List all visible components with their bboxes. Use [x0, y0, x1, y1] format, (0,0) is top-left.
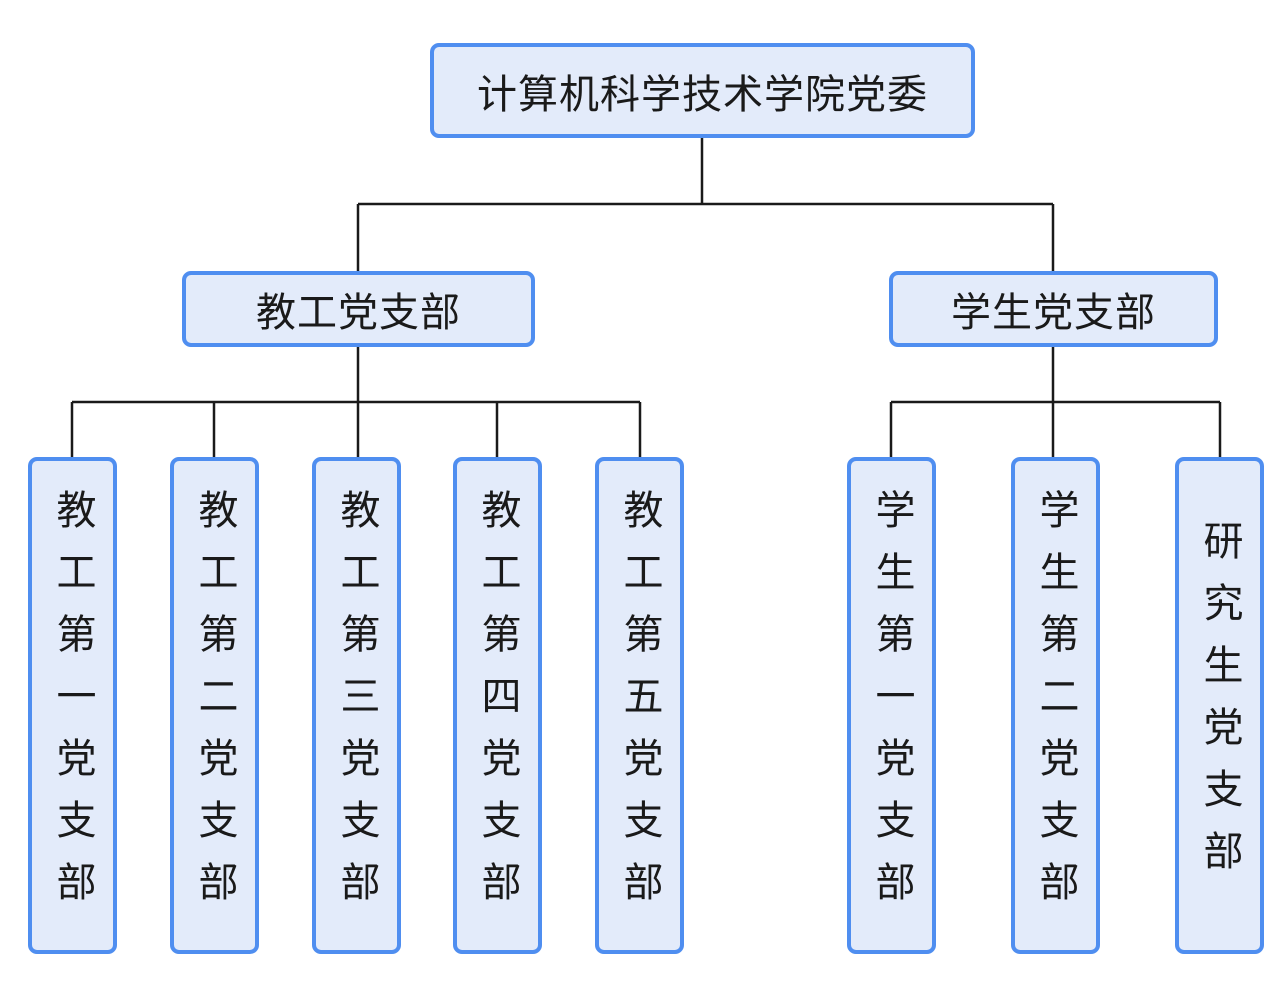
student-branch-node: 学生党支部 [889, 271, 1218, 347]
faculty-branch-1-label: 教工第一党支部 [49, 488, 96, 923]
faculty-branch-1-node: 教工第一党支部 [28, 457, 117, 954]
faculty-branch-4-node: 教工第四党支部 [453, 457, 542, 954]
faculty-branch-2-node: 教工第二党支部 [170, 457, 259, 954]
graduate-branch-node: 研究生党支部 [1175, 457, 1264, 954]
faculty-branch-2-label: 教工第二党支部 [191, 488, 238, 923]
graduate-branch-label: 研究生党支部 [1196, 519, 1243, 892]
faculty-branch-label: 教工党支部 [256, 290, 461, 336]
student-branch-label: 学生党支部 [951, 290, 1156, 336]
faculty-branch-3-label: 教工第三党支部 [333, 488, 380, 923]
faculty-branch-4-label: 教工第四党支部 [474, 488, 521, 923]
faculty-branch-5-node: 教工第五党支部 [595, 457, 684, 954]
faculty-branch-3-node: 教工第三党支部 [312, 457, 401, 954]
student-branch-1-node: 学生第一党支部 [847, 457, 936, 954]
student-branch-2-node: 学生第二党支部 [1011, 457, 1100, 954]
student-branch-2-label: 学生第二党支部 [1032, 488, 1079, 923]
student-branch-1-label: 学生第一党支部 [868, 488, 915, 923]
faculty-branch-5-label: 教工第五党支部 [616, 488, 663, 923]
root-node-label: 计算机科学技术学院党委 [477, 71, 928, 118]
root-node: 计算机科学技术学院党委 [430, 43, 975, 138]
faculty-branch-node: 教工党支部 [182, 271, 535, 347]
